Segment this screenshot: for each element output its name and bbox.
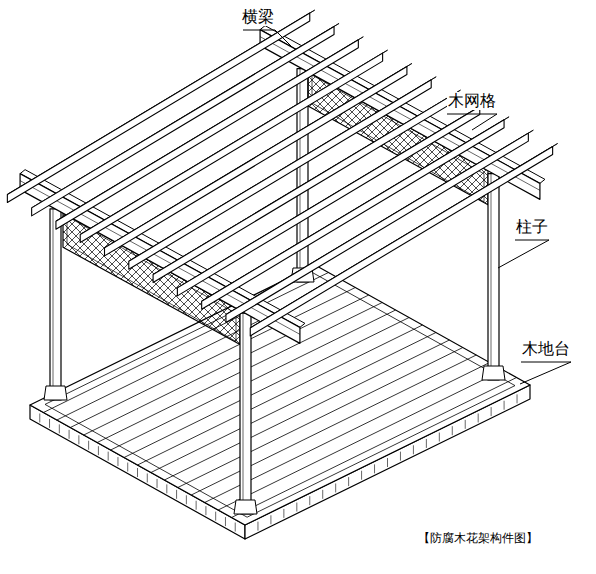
deck-plank	[191, 355, 476, 495]
deck-tick	[348, 477, 349, 486]
deck-tick	[225, 517, 226, 526]
deck-tick	[98, 446, 99, 455]
deck-tick	[176, 490, 177, 499]
deck-plank	[218, 370, 503, 510]
deck-tick	[439, 433, 440, 442]
deck-tick	[517, 394, 518, 403]
leader-lines	[243, 30, 571, 384]
deck-tick	[400, 452, 401, 461]
cross-beam-edge	[260, 37, 540, 191]
deck-plank	[138, 325, 423, 465]
deck-tick	[137, 468, 138, 477]
deck-tick	[387, 458, 388, 467]
rafter	[56, 40, 358, 229]
deck-tick	[108, 452, 109, 461]
deck-tick	[465, 420, 466, 429]
deck-tick	[504, 401, 505, 410]
deck-tick	[196, 501, 197, 510]
deck-tick	[270, 515, 271, 524]
part-label: 木网格	[447, 92, 497, 110]
deck-tick	[426, 439, 427, 448]
corner-post-edge	[243, 313, 244, 514]
deck-tick	[413, 445, 414, 454]
deck-tick	[147, 473, 148, 482]
cross-beam-edge	[20, 181, 300, 335]
deck-tick	[478, 413, 479, 422]
deck-tick	[215, 512, 216, 521]
rafter	[202, 120, 504, 309]
deck-tick	[88, 441, 89, 450]
deck-plank	[178, 348, 463, 488]
rafter	[129, 80, 431, 269]
leader-line	[447, 114, 497, 130]
deck-tick	[117, 457, 118, 466]
deck-tick	[491, 407, 492, 416]
deck-plank	[151, 333, 436, 473]
pergola-drawing	[7, 10, 557, 539]
deck-tick	[166, 484, 167, 493]
rafter	[32, 26, 334, 215]
deck-tick	[322, 490, 323, 499]
leader-line	[243, 30, 292, 47]
deck-top	[30, 265, 530, 525]
deck-tick	[309, 496, 310, 505]
deck-plank	[164, 340, 449, 480]
corner-post-edge	[491, 174, 492, 380]
caption: 【防腐木花架构件图】	[418, 530, 538, 547]
leader-line	[520, 362, 571, 384]
deck-tick	[374, 464, 375, 473]
deck-tick	[205, 506, 206, 515]
post-base	[234, 500, 257, 514]
corner-post	[240, 313, 251, 514]
deck-plank	[124, 318, 409, 458]
post-base	[44, 386, 67, 400]
corner-post	[50, 209, 61, 400]
deck-tick	[59, 424, 60, 433]
rafter	[105, 66, 407, 255]
deck-tick	[257, 522, 258, 531]
rafter	[7, 13, 309, 202]
deck-plank	[232, 378, 517, 518]
rafter	[80, 53, 382, 242]
deck-tick	[78, 435, 79, 444]
rafter	[153, 93, 455, 282]
part-label: 木地台	[521, 340, 571, 358]
cross-beam	[20, 174, 300, 344]
deck-tick	[452, 426, 453, 435]
deck-tick	[335, 483, 336, 492]
part-label: 柱子	[515, 218, 549, 236]
corner-post	[488, 174, 499, 380]
deck-tick	[69, 430, 70, 439]
leader-line	[498, 240, 549, 268]
rafter	[226, 133, 528, 322]
deck-tick	[296, 503, 297, 512]
part-label: 横梁	[241, 8, 275, 26]
corner-post-edge	[53, 209, 54, 400]
deck-tick	[186, 495, 187, 504]
post-base	[482, 366, 505, 380]
rafter	[177, 106, 479, 295]
deck-tick	[49, 419, 50, 428]
deck-tick	[39, 413, 40, 422]
deck-tick	[127, 463, 128, 472]
deck-tick	[157, 479, 158, 488]
deck-tick	[235, 523, 236, 532]
deck-tick	[283, 509, 284, 518]
deck-tick	[361, 471, 362, 480]
rafter	[250, 146, 552, 335]
cross-beam	[260, 30, 540, 200]
